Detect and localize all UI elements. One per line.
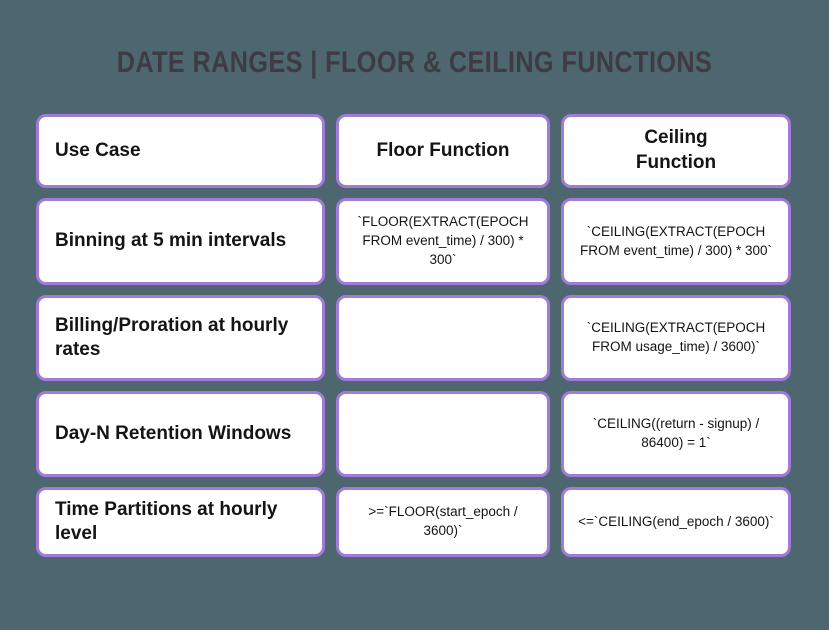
comparison-table: Use Case Floor Function Ceiling Function… — [36, 114, 829, 557]
cell-floor-retention-empty — [336, 391, 550, 477]
cell-ceiling-billing: `CEILING(EXTRACT(EPOCH FROM usage_time) … — [561, 295, 791, 381]
code-text: >=`FLOOR(start_epoch / 3600)` — [368, 504, 518, 538]
cell-ceiling-partitions: <=`CEILING(end_epoch / 3600)` — [561, 487, 791, 557]
cell-use-case-partitions: Time Partitions at hourly level — [36, 487, 325, 557]
use-case-text: Binning at 5 min intervals — [55, 230, 287, 252]
use-case-text: Day-N Retention Windows — [55, 422, 292, 444]
cell-floor-binning: `FLOOR(EXTRACT(EPOCH FROM event_time) / … — [336, 198, 550, 285]
cell-ceiling-binning: `CEILING(EXTRACT(EPOCH FROM event_time) … — [561, 198, 791, 285]
header-cell-use-case: Use Case — [36, 114, 325, 188]
slide: DATE RANGES | FLOOR & CEILING FUNCTIONS … — [0, 46, 829, 630]
code-text: `CEILING((return - signup) / 86400) = 1` — [592, 416, 760, 450]
cell-ceiling-retention: `CEILING((return - signup) / 86400) = 1` — [561, 391, 791, 477]
cell-use-case-billing: Billing/Proration at hourly rates — [36, 295, 325, 381]
cell-floor-partitions: >=`FLOOR(start_epoch / 3600)` — [336, 487, 550, 557]
use-case-text: Billing/Proration at hourly rates — [55, 314, 289, 360]
page-title: DATE RANGES | FLOOR & CEILING FUNCTIONS — [116, 46, 713, 79]
header-cell-ceiling-function: Ceiling Function — [561, 114, 791, 188]
code-text: <=`CEILING(end_epoch / 3600)` — [578, 513, 774, 529]
use-case-text: Time Partitions at hourly level — [55, 498, 278, 544]
cell-use-case-retention: Day-N Retention Windows — [36, 391, 325, 477]
code-text: `CEILING(EXTRACT(EPOCH FROM event_time) … — [579, 223, 773, 258]
header-cell-floor-function: Floor Function — [336, 114, 550, 188]
header-label: Use Case — [55, 139, 141, 161]
code-text: `CEILING(EXTRACT(EPOCH FROM usage_time) … — [586, 320, 766, 354]
cell-floor-billing-empty — [336, 295, 550, 381]
header-label: Floor Function — [376, 139, 510, 161]
header-label: Ceiling Function — [635, 127, 717, 173]
code-text: `FLOOR(EXTRACT(EPOCH FROM event_time) / … — [357, 214, 529, 267]
cell-use-case-binning: Binning at 5 min intervals — [36, 198, 325, 285]
